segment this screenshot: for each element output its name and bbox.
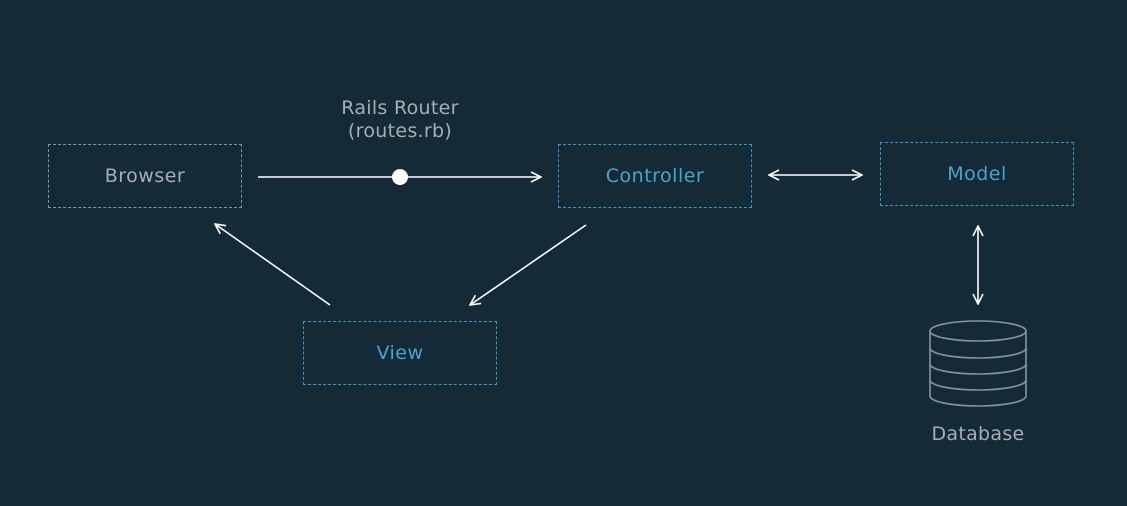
view-browser-arrow bbox=[215, 224, 331, 306]
router-label-line1: Rails Router bbox=[341, 97, 459, 119]
controller-view-arrow bbox=[470, 224, 587, 305]
router-label-line2: (routes.rb) bbox=[347, 120, 453, 142]
database-icon bbox=[929, 320, 1027, 407]
browser-box: Browser bbox=[48, 144, 242, 208]
view-box: View bbox=[303, 321, 497, 385]
router-node bbox=[392, 169, 408, 185]
router-label: Rails Router (routes.rb) bbox=[310, 97, 490, 143]
model-box: Model bbox=[880, 142, 1074, 206]
controller-box: Controller bbox=[558, 144, 752, 208]
database-label: Database bbox=[931, 423, 1025, 445]
